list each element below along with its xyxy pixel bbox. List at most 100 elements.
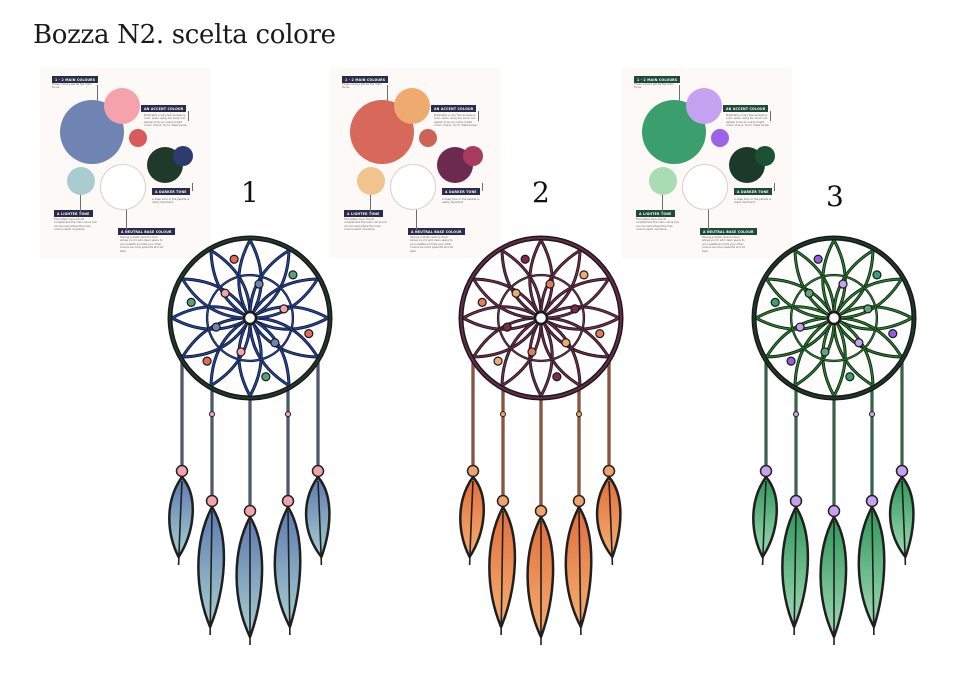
palette-swatch-accent [129, 129, 147, 147]
web-bead [502, 322, 512, 332]
palette-swatch-lighter [67, 167, 95, 195]
palette-tag-neutral: A NEUTRAL BASE COLOUR [408, 228, 465, 235]
palette-tag-lighter: A LIGHTER TONE [54, 210, 93, 217]
web-bead [236, 347, 246, 357]
strand-bead [789, 494, 803, 508]
connector-line [97, 85, 98, 105]
web-center [242, 310, 258, 326]
palette-desc-main: These colours will be the main focus. [342, 83, 382, 90]
dreamcatcher-web [755, 239, 913, 397]
web-bead [220, 288, 230, 298]
web-bead [863, 304, 873, 314]
palette-desc-darker: A deep tone or the palette is really imp… [442, 198, 480, 205]
palette-desc-accent: Preferably a very few accessory color, w… [726, 114, 770, 128]
palette-tag-darker: A DARKER TONE [734, 188, 772, 195]
palette-swatch-neutral [682, 164, 728, 210]
web-bead [270, 338, 280, 348]
strand-bead [895, 464, 909, 478]
palette-tag-main: 1 - 2 MAIN COLOURS [634, 76, 681, 83]
connector-line [126, 194, 127, 230]
palette-desc-lighter: The lighter tone should complement the m… [636, 218, 679, 232]
strand-bead-small [209, 411, 215, 418]
palette-tag-darker: A DARKER TONE [152, 188, 190, 195]
dreamcatcher-hoop-inner [753, 237, 915, 399]
connector-line [774, 183, 775, 191]
strand-bead-small [500, 411, 506, 418]
connector-line [387, 85, 388, 105]
web-bead [561, 338, 571, 348]
palette-tag-accent: AN ACCENT COLOUR [431, 105, 477, 112]
web-bead [552, 372, 562, 382]
palette-swatch-neutral [390, 164, 436, 210]
connector-line [188, 111, 189, 121]
palette-desc-neutral: Having a slight neutral colour allows yo… [120, 236, 163, 253]
web-bead [770, 297, 780, 307]
dreamcatcher-illustration [167, 235, 333, 645]
strand-bead [865, 494, 879, 508]
web-bead [477, 297, 487, 307]
strand-bead [466, 464, 480, 478]
feather-shaft [317, 480, 323, 566]
strand-bead [205, 494, 219, 508]
web-bead [279, 304, 289, 314]
web-bead [202, 356, 212, 366]
palette-desc-darker: A deep tone or the palette is really imp… [152, 198, 190, 205]
web-bead [304, 329, 314, 339]
web-bead [888, 329, 898, 339]
palette-desc-main: These colours will be the main focus. [634, 83, 674, 90]
feather-shaft [793, 510, 797, 636]
palette-desc-neutral: Having a slight neutral colour allows yo… [702, 236, 745, 253]
dreamcatcher-illustration [458, 235, 624, 645]
strand-bead [602, 464, 616, 478]
web-center [826, 310, 842, 326]
web-bead [254, 279, 264, 289]
web-bead [854, 338, 864, 348]
web-bead [511, 288, 521, 298]
feather-shaft [608, 480, 614, 566]
strand-bead [759, 464, 773, 478]
strand-bead [281, 494, 295, 508]
web-bead [288, 270, 298, 280]
palette-swatch-lighter [649, 167, 677, 195]
palette-tag-main: 1 - 2 MAIN COLOURS [52, 76, 99, 83]
connector-line [679, 85, 680, 105]
palette-tag-neutral: A NEUTRAL BASE COLOUR [118, 228, 175, 235]
connector-line [80, 194, 81, 212]
strand-bead [534, 504, 548, 518]
palette-tag-main: 1 - 2 MAIN COLOURS [342, 76, 389, 83]
web-center [533, 310, 549, 326]
web-bead [520, 254, 530, 264]
palette-tag-lighter: A LIGHTER TONE [636, 210, 675, 217]
palette-tag-darker: A DARKER TONE [442, 188, 480, 195]
feather-shaft [209, 510, 213, 636]
web-bead [211, 322, 221, 332]
palette-swatch-accent [711, 129, 729, 147]
web-bead [186, 297, 196, 307]
dreamcatcher-hoop-inner [460, 237, 622, 399]
palette-desc-lighter: The lighter tone should complement the m… [344, 218, 387, 232]
web-bead [493, 356, 503, 366]
palette-tag-accent: AN ACCENT COLOUR [723, 105, 769, 112]
palette-desc-lighter: The lighter tone should complement the m… [54, 218, 97, 232]
feather-shaft [871, 510, 875, 636]
palette-tag-lighter: A LIGHTER TONE [344, 210, 383, 217]
web-bead [527, 347, 537, 357]
palette-swatch-darker2 [173, 146, 193, 166]
palette-swatch-lighter [357, 167, 385, 195]
palette-swatch-main2 [104, 88, 140, 124]
dreamcatcher-web [462, 239, 620, 397]
strand-bead-small [793, 411, 799, 418]
palette-desc-accent: Preferably a very few accessory color, w… [434, 114, 478, 128]
connector-line [416, 194, 417, 230]
palette-swatch-main2 [394, 88, 430, 124]
palette-tag-neutral: A NEUTRAL BASE COLOUR [700, 228, 757, 235]
feather-shaft [578, 510, 582, 636]
feather-shaft [761, 480, 767, 566]
feather-shaft [287, 510, 291, 636]
web-bead [786, 356, 796, 366]
strand-bead [175, 464, 189, 478]
palette-swatch-accent [419, 129, 437, 147]
